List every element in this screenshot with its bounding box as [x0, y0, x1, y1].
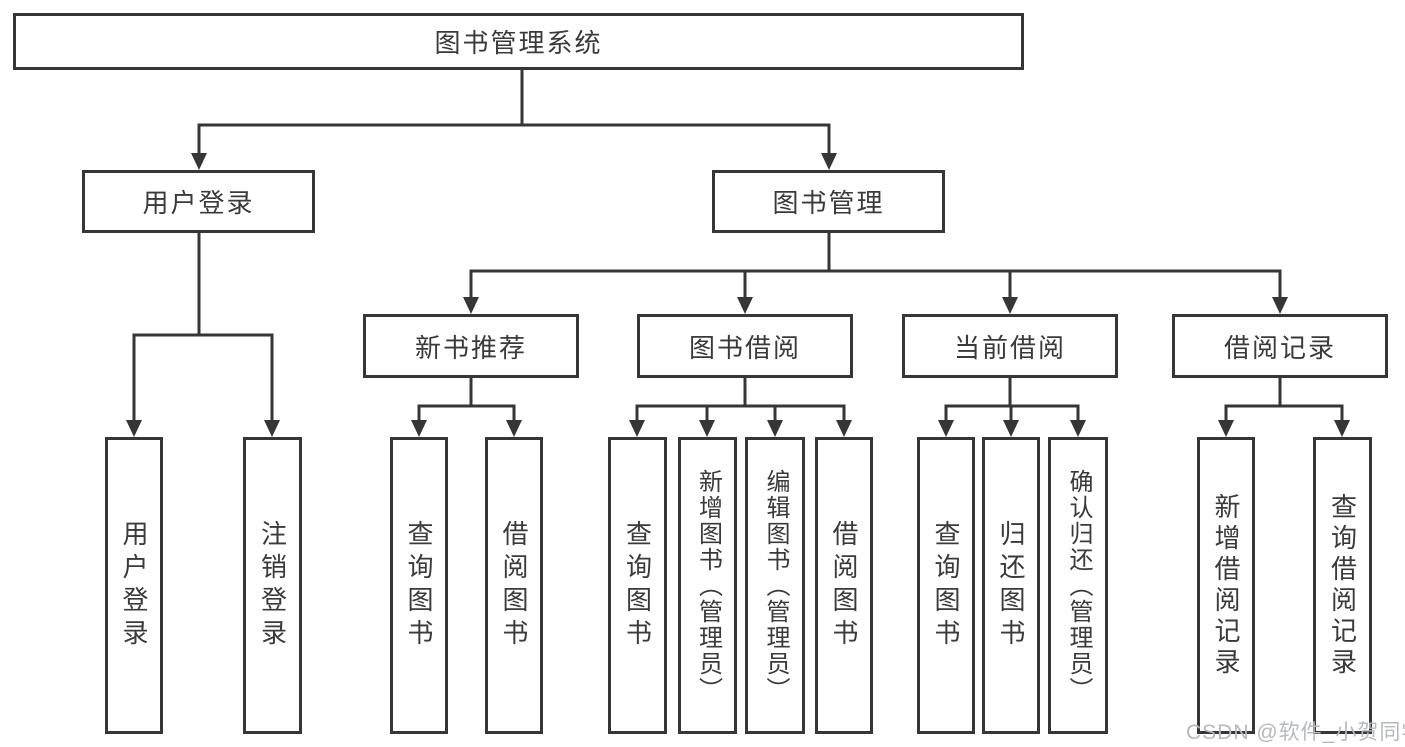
- node-label: 查询图书: [404, 519, 434, 652]
- node-current-borrowing: 当前借阅: [902, 314, 1118, 378]
- node-label: 借阅记录: [1223, 332, 1336, 363]
- arrow-icon: [264, 420, 280, 437]
- node-label: 编辑图书（管理员）: [762, 468, 789, 703]
- leaf-user-login: 用户登录: [105, 437, 163, 734]
- arrow-icon: [463, 297, 479, 314]
- node-label: 借阅图书: [499, 519, 529, 652]
- node-label: 用户登录: [119, 519, 149, 652]
- root-split: [197, 123, 831, 156]
- arrow-icon: [821, 153, 837, 170]
- arrow-icon: [699, 420, 715, 437]
- node-label: 确认归还（管理员）: [1065, 468, 1092, 703]
- leaf-query-books-borrowing: 查询图书: [608, 437, 667, 734]
- arrow-icon: [126, 420, 142, 437]
- node-label: 当前借阅: [953, 332, 1066, 363]
- leaf-edit-book-admin: 编辑图书（管理员）: [745, 437, 805, 734]
- arrow-icon: [629, 420, 645, 437]
- node-label: 新增图书（管理员）: [694, 468, 722, 703]
- node-label: 新增借阅记录: [1211, 492, 1241, 679]
- node-book-borrowing: 图书借阅: [637, 314, 853, 378]
- arrow-icon: [191, 153, 207, 170]
- leaf-add-borrow-record: 新增借阅记录: [1197, 437, 1255, 734]
- node-label: 查询图书: [622, 519, 653, 652]
- user-login-split: [132, 333, 274, 423]
- node-borrowing-records: 借阅记录: [1172, 314, 1388, 378]
- node-label: 用户登录: [142, 188, 255, 218]
- leaf-confirm-return-admin: 确认归还（管理员）: [1048, 437, 1108, 734]
- node-user-login: 用户登录: [82, 170, 315, 233]
- arrow-icon: [938, 420, 954, 437]
- arrow-icon: [737, 297, 753, 314]
- node-library-management-system: 图书管理系统: [13, 13, 1024, 70]
- leaf-borrow-books-recommend: 借阅图书: [485, 437, 543, 734]
- arrow-icon: [411, 420, 427, 437]
- arrow-icon: [1003, 420, 1019, 437]
- book-mgmt-split: [469, 269, 1282, 300]
- arrow-icon: [1218, 420, 1234, 437]
- leaf-return-books: 归还图书: [982, 437, 1040, 734]
- leaf-query-books-current: 查询图书: [917, 437, 975, 734]
- arrow-icon: [1070, 420, 1086, 437]
- node-label: 图书借阅: [688, 332, 801, 363]
- watermark: CSDN @软件_小贺同学: [1186, 721, 1405, 744]
- records-split: [1224, 404, 1344, 423]
- arrow-icon: [1002, 297, 1018, 314]
- arrow-icon: [506, 420, 522, 437]
- leaf-add-book-admin: 新增图书（管理员）: [678, 437, 737, 734]
- arrow-icon: [1334, 420, 1350, 437]
- recommend-split: [417, 404, 516, 423]
- node-book-management: 图书管理: [712, 170, 945, 233]
- arrowheads: [126, 153, 1350, 437]
- node-label: 归还图书: [996, 519, 1026, 652]
- arrow-icon: [767, 420, 783, 437]
- node-new-book-recommendation: 新书推荐: [363, 314, 579, 378]
- leaf-logout: 注销登录: [243, 437, 302, 734]
- node-label: 注销登录: [257, 519, 288, 652]
- leaf-query-borrow-record: 查询借阅记录: [1313, 437, 1372, 734]
- node-label: 查询图书: [931, 519, 961, 652]
- node-label: 图书管理系统: [434, 28, 603, 58]
- node-label: 图书管理: [772, 188, 885, 218]
- arrow-icon: [1272, 297, 1288, 314]
- node-label: 新书推荐: [414, 332, 527, 363]
- borrowing-split: [635, 404, 846, 423]
- node-label: 借阅图书: [829, 519, 859, 652]
- arrow-icon: [836, 420, 852, 437]
- leaf-query-books-recommend: 查询图书: [390, 437, 448, 734]
- node-label: 查询借阅记录: [1327, 492, 1358, 679]
- leaf-borrow-books-borrowing: 借阅图书: [815, 437, 873, 734]
